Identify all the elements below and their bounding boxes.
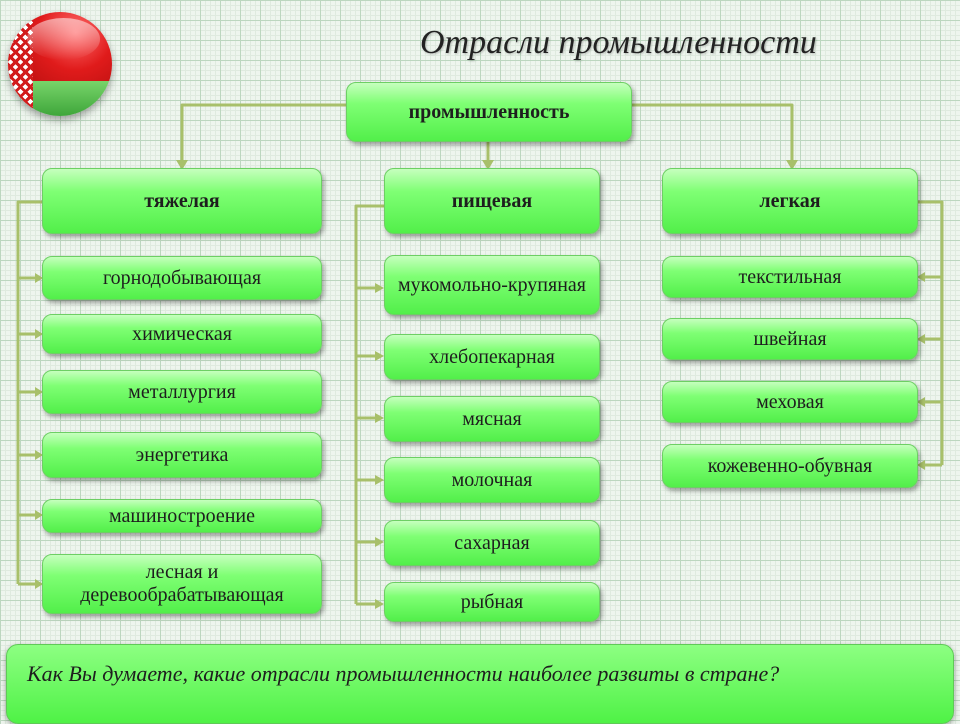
page-title: Отрасли промышленности: [420, 24, 817, 61]
belarus-flag-icon: [8, 12, 112, 116]
heavy-item-energy: энергетика: [42, 432, 322, 478]
heavy-item-forestry: лесная и деревообрабатывающая: [42, 554, 322, 614]
food-item-dairy: молочная: [384, 457, 600, 503]
arrow-light: [786, 160, 798, 170]
connector-light-trunk: [918, 200, 944, 465]
branch-light: легкая: [662, 168, 918, 234]
connector-heavy-trunk: [16, 200, 42, 584]
arrow-food: [482, 160, 494, 170]
heavy-item-machinery: машиностроение: [42, 499, 322, 533]
light-item-fur: меховая: [662, 381, 918, 423]
food-item-fish: рыбная: [384, 582, 600, 622]
light-item-leather-footwear: кожевенно-обувная: [662, 444, 918, 488]
root-node: промышленность: [346, 82, 632, 142]
food-item-milling: мукомольно-крупяная: [384, 255, 600, 315]
heavy-item-metallurgy: металлургия: [42, 370, 322, 414]
connector-root-light: [632, 103, 794, 162]
food-item-meat: мясная: [384, 396, 600, 442]
food-item-bakery: хлебопекарная: [384, 334, 600, 380]
arrow-heavy: [176, 160, 188, 170]
food-item-sugar: сахарная: [384, 520, 600, 566]
branch-heavy: тяжелая: [42, 168, 322, 234]
connector-food-trunk: [354, 204, 384, 604]
light-item-textile: текстильная: [662, 256, 918, 298]
heavy-item-mining: горнодобывающая: [42, 256, 322, 300]
heavy-item-chemical: химическая: [42, 314, 322, 354]
connector-root-heavy: [180, 103, 346, 162]
light-item-sewing: швейная: [662, 318, 918, 360]
branch-food: пищевая: [384, 168, 600, 234]
question-banner: Как Вы думаете, какие отрасли промышленн…: [6, 644, 954, 724]
